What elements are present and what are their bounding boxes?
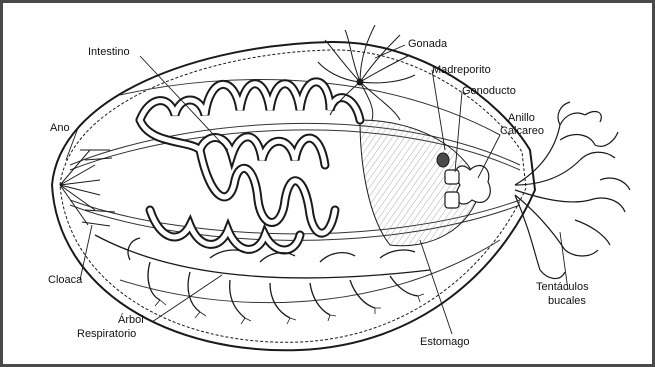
label-tentaculos: Tentáculos [536,281,589,293]
label-estomago: Estomago [420,336,470,348]
label-gonoducto: Gonoducto [462,85,516,97]
label-ano: Ano [50,122,70,134]
label-arbol: Árbol [118,313,144,326]
cloaca [60,150,115,226]
label-anillo: Anillo [508,112,535,124]
label-cloaca: Cloaca [48,274,83,286]
label-gonada: Gonada [408,38,448,50]
respiratory-tree-branches [155,294,424,324]
label-calcareo: Calcareo [500,125,544,137]
label-madreporito: Madreporito [432,64,491,76]
label-respiratorio: Respiratorio [77,328,136,340]
madreporite [437,153,449,167]
label-bucales: bucales [548,295,586,307]
label-intestino: Intestino [88,46,130,58]
